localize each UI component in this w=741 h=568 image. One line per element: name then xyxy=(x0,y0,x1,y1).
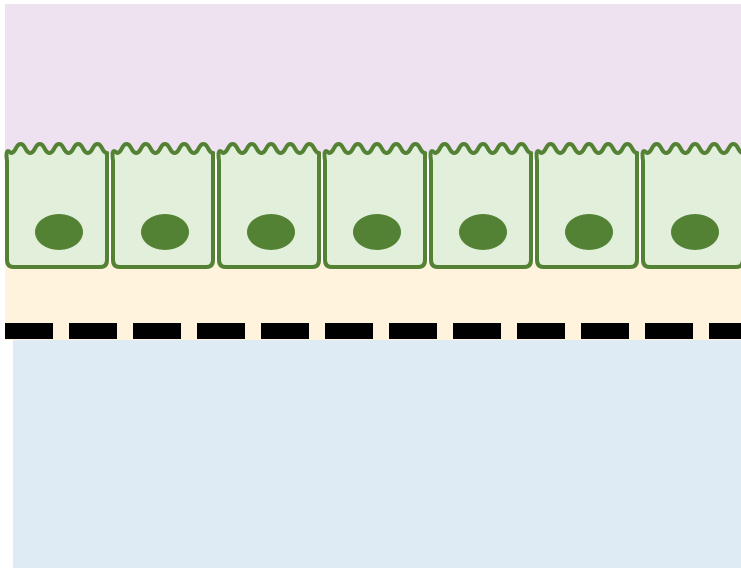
membrane-dash xyxy=(645,323,693,339)
epithelial-cell xyxy=(4,142,109,269)
blood-vessel-region xyxy=(13,340,741,568)
cell-nucleus xyxy=(565,214,613,250)
membrane-dash xyxy=(69,323,117,339)
epithelial-cell xyxy=(322,142,427,269)
epithelial-cell xyxy=(534,142,639,269)
epithelial-cell-layer xyxy=(4,142,741,269)
membrane-dash xyxy=(5,323,53,339)
membrane-dash xyxy=(197,323,245,339)
basement-membrane xyxy=(5,323,741,339)
membrane-dash xyxy=(517,323,565,339)
cell-nucleus xyxy=(671,214,719,250)
epithelial-cell xyxy=(428,142,533,269)
membrane-dash xyxy=(133,323,181,339)
membrane-dash xyxy=(453,323,501,339)
cell-nucleus xyxy=(353,214,401,250)
cell-nucleus xyxy=(35,214,83,250)
cell-nucleus xyxy=(141,214,189,250)
lumen-region xyxy=(5,4,741,154)
epithelial-cell xyxy=(640,142,741,269)
membrane-dash xyxy=(325,323,373,339)
cell-nucleus xyxy=(459,214,507,250)
epithelial-cell xyxy=(216,142,321,269)
membrane-dash xyxy=(581,323,629,339)
cell-nucleus xyxy=(247,214,295,250)
membrane-dash xyxy=(389,323,437,339)
membrane-dash xyxy=(709,323,741,339)
membrane-dash xyxy=(261,323,309,339)
epithelial-cell xyxy=(110,142,215,269)
